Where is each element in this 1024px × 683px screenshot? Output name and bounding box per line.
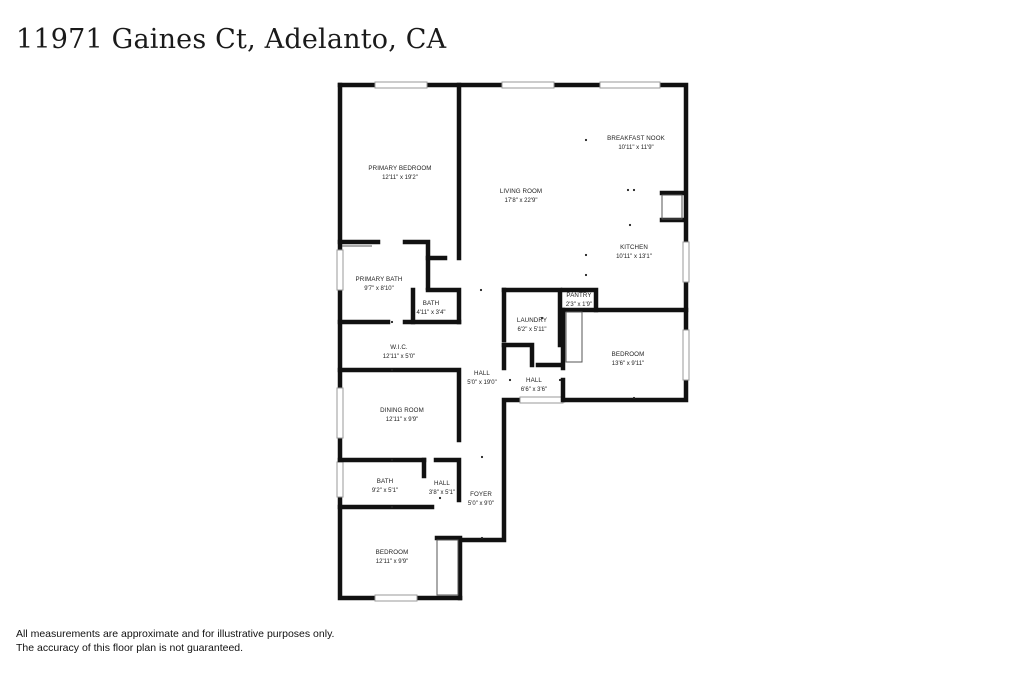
svg-text:10'11" x 11'9": 10'11" x 11'9" — [618, 145, 653, 151]
svg-text:HALL: HALL — [474, 370, 490, 377]
exterior-walls — [337, 82, 689, 601]
room-label-foyer: FOYER 5'0" x 9'0" — [468, 491, 494, 507]
disclaimer-line-1: All measurements are approximate and for… — [16, 628, 335, 640]
svg-text:BEDROOM: BEDROOM — [612, 351, 645, 358]
marker-dots — [390, 138, 636, 540]
room-label-breakfast-nook: BREAKFAST NOOK 10'11" x 11'9" — [607, 135, 665, 151]
svg-text:W.I.C.: W.I.C. — [390, 344, 408, 351]
svg-text:PANTRY: PANTRY — [566, 292, 591, 299]
svg-text:BEDROOM: BEDROOM — [376, 549, 409, 556]
room-label-wic: W.I.C. 12'11" x 5'0" — [383, 344, 415, 360]
page-title: 11971 Gaines Ct, Adelanto, CA — [16, 24, 447, 55]
svg-text:12'11" x 9'9": 12'11" x 9'9" — [386, 417, 418, 423]
room-label-hall-main: HALL 5'0" x 19'0" — [467, 370, 497, 386]
svg-text:BATH: BATH — [377, 478, 393, 485]
room-label-kitchen: KITCHEN 10'11" x 13'1" — [616, 244, 652, 260]
svg-text:3'8" x 5'1": 3'8" x 5'1" — [429, 490, 455, 496]
room-label-hall-east: HALL 6'6" x 3'6" — [521, 377, 547, 393]
svg-text:BATH: BATH — [423, 300, 439, 307]
room-label-bedroom-east: BEDROOM 13'6" x 9'11" — [612, 351, 645, 367]
doors — [342, 194, 683, 596]
room-label-bedroom-south: BEDROOM 12'11" x 9'9" — [376, 549, 409, 565]
windows — [336, 81, 690, 602]
svg-text:9'7" x 8'10": 9'7" x 8'10" — [364, 286, 394, 292]
room-label-bath-lower: BATH 9'2" x 5'1" — [372, 478, 398, 494]
room-label-dining-room: DINING ROOM 12'11" x 9'9" — [380, 407, 424, 423]
svg-text:5'0" x 9'0": 5'0" x 9'0" — [468, 501, 494, 507]
svg-text:4'11" x 3'4": 4'11" x 3'4" — [416, 310, 445, 316]
svg-text:PRIMARY BATH: PRIMARY BATH — [356, 276, 403, 283]
room-label-hall-lower: HALL 3'8" x 5'1" — [429, 480, 455, 496]
svg-text:PRIMARY BEDROOM: PRIMARY BEDROOM — [368, 165, 431, 172]
svg-text:10'11" x 13'1": 10'11" x 13'1" — [616, 254, 652, 260]
svg-text:KITCHEN: KITCHEN — [620, 244, 648, 251]
disclaimer: All measurements are approximate and for… — [16, 628, 334, 655]
svg-text:9'2" x 5'1": 9'2" x 5'1" — [372, 488, 398, 494]
svg-text:FOYER: FOYER — [470, 491, 492, 498]
svg-text:12'11" x 9'9": 12'11" x 9'9" — [376, 559, 408, 565]
svg-text:12'11" x 19'2": 12'11" x 19'2" — [382, 175, 418, 181]
svg-text:HALL: HALL — [434, 480, 450, 487]
room-label-living-room: LIVING ROOM 17'8" x 22'9" — [500, 188, 542, 204]
svg-text:2'3" x 1'9": 2'3" x 1'9" — [566, 302, 592, 308]
room-label-laundry: LAUNDRY 6'2" x 5'11" — [517, 317, 547, 333]
interior-walls — [337, 82, 689, 541]
room-label-pantry: PANTRY 2'3" x 1'9" — [566, 292, 592, 308]
svg-text:6'6" x 3'6": 6'6" x 3'6" — [521, 387, 547, 393]
room-label-bath-small: BATH 4'11" x 3'4" — [416, 300, 445, 316]
svg-text:5'0" x 19'0": 5'0" x 19'0" — [467, 380, 497, 386]
svg-text:DINING ROOM: DINING ROOM — [380, 407, 424, 414]
room-label-primary-bedroom: PRIMARY BEDROOM 12'11" x 19'2" — [368, 165, 431, 181]
svg-text:6'2" x 5'11": 6'2" x 5'11" — [517, 327, 546, 333]
room-label-primary-bath: PRIMARY BATH 9'7" x 8'10" — [356, 276, 403, 292]
svg-text:LAUNDRY: LAUNDRY — [517, 317, 547, 324]
svg-text:12'11" x 5'0": 12'11" x 5'0" — [383, 354, 415, 360]
svg-text:BREAKFAST NOOK: BREAKFAST NOOK — [607, 135, 665, 142]
svg-text:HALL: HALL — [526, 377, 542, 384]
svg-text:13'6" x 9'11": 13'6" x 9'11" — [612, 361, 644, 367]
disclaimer-line-2: The accuracy of this floor plan is not g… — [16, 641, 244, 654]
svg-text:LIVING ROOM: LIVING ROOM — [500, 188, 542, 195]
svg-text:17'8" x 22'9": 17'8" x 22'9" — [505, 198, 538, 204]
